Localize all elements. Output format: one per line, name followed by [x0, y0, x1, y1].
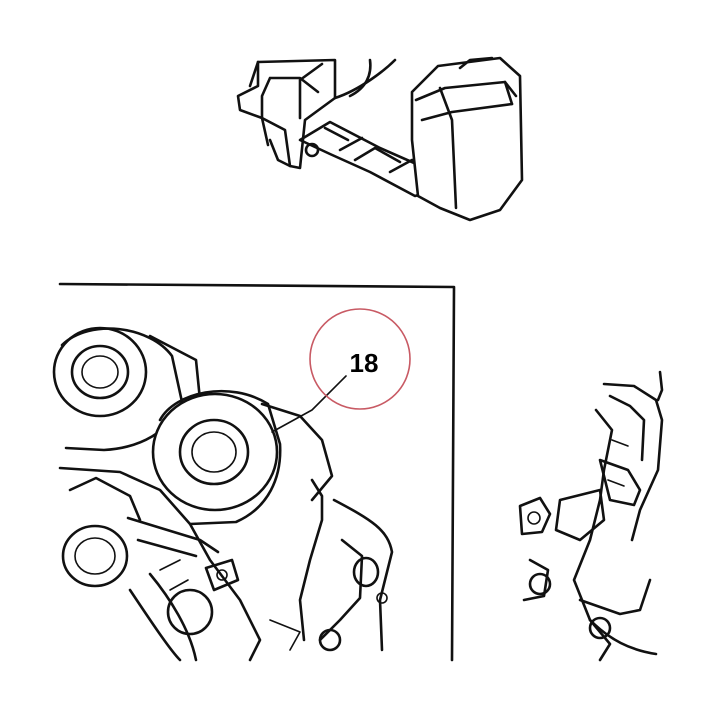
- part-callout: 18: [309, 308, 411, 410]
- top-airbox-assembly: [236, 56, 524, 222]
- callout-label: 18: [350, 348, 379, 378]
- callout-leader-line: [271, 375, 347, 433]
- right-bracket-assembly: [518, 370, 664, 662]
- callout-circle: [309, 308, 411, 410]
- detail-frame: [58, 282, 456, 662]
- carburetor-assembly: [52, 326, 394, 662]
